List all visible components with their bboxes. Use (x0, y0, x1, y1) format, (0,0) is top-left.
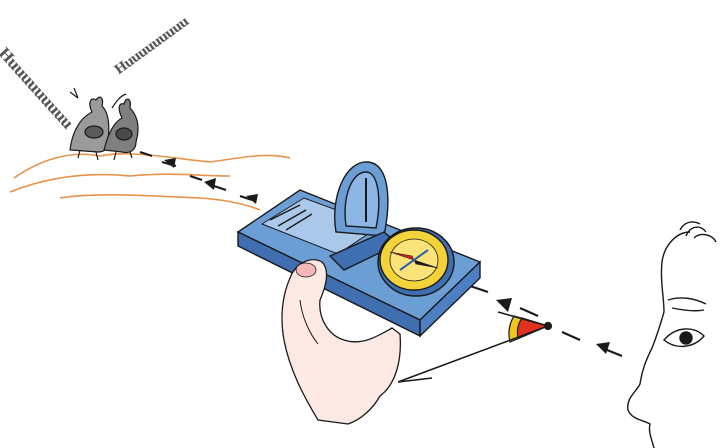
compass-icon (238, 162, 480, 336)
eye-icon (664, 329, 704, 346)
hills-outline (10, 154, 290, 210)
wolves-icon (70, 88, 138, 160)
